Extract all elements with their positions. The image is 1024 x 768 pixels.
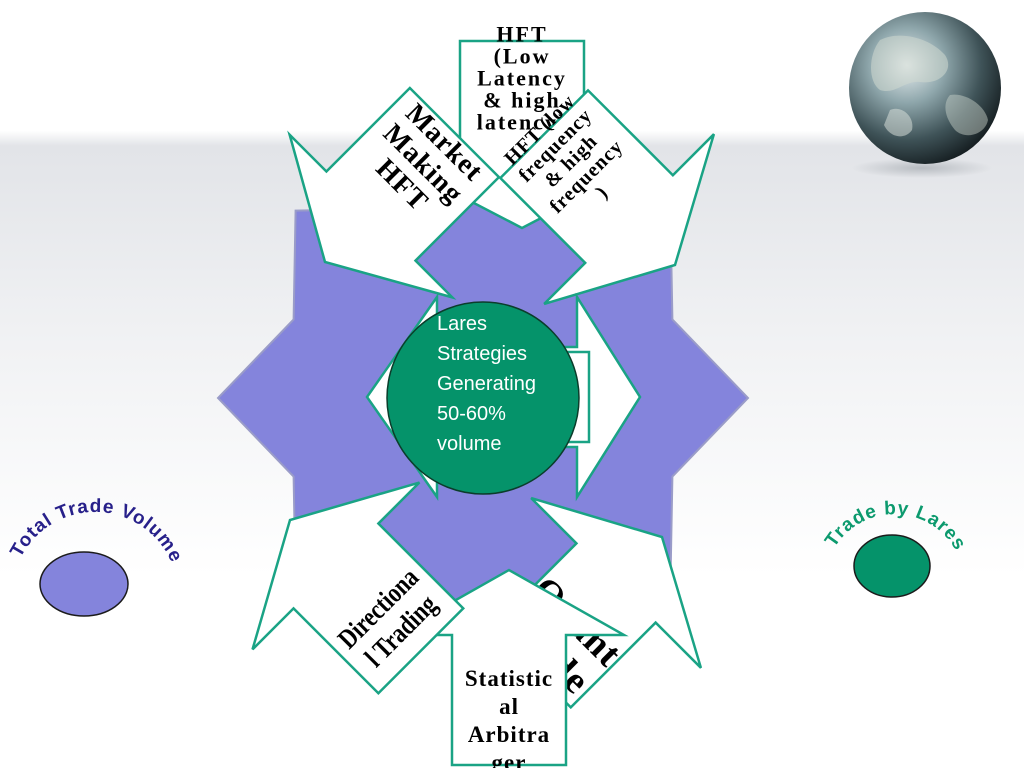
arrow-bottom-label-line: al xyxy=(499,694,519,719)
globe-icon xyxy=(849,12,1001,178)
center-circle xyxy=(386,301,580,495)
center-label-line: volume xyxy=(437,433,501,455)
legend-total-swatch xyxy=(39,551,129,617)
arrow-top-label-line: (Low xyxy=(494,44,551,69)
center-label-line: 50-60% xyxy=(437,403,506,425)
arrow-bottom-left: Directional Trading xyxy=(251,481,466,696)
arrow-top-label-line: Latency xyxy=(477,66,567,91)
arrow-top-left-shape xyxy=(287,86,501,300)
arrow-bottom-label-line: Arbitra xyxy=(468,722,550,747)
center-label-line: Strategies xyxy=(437,343,527,365)
arrow-top-label-line: & high xyxy=(483,88,560,113)
center-label-line: Lares xyxy=(437,313,487,335)
arrow-top-label-line: HFT xyxy=(496,22,547,47)
arrow-bottom-label-line: Statistic xyxy=(465,666,553,691)
arrow-bottom-label-line: ger xyxy=(492,750,527,768)
center-label-line: Generating xyxy=(437,373,536,395)
arrow-bottom-left-shape xyxy=(251,481,466,696)
legend-lares-swatch xyxy=(853,534,931,598)
arrow-top-right-shape xyxy=(498,88,716,306)
